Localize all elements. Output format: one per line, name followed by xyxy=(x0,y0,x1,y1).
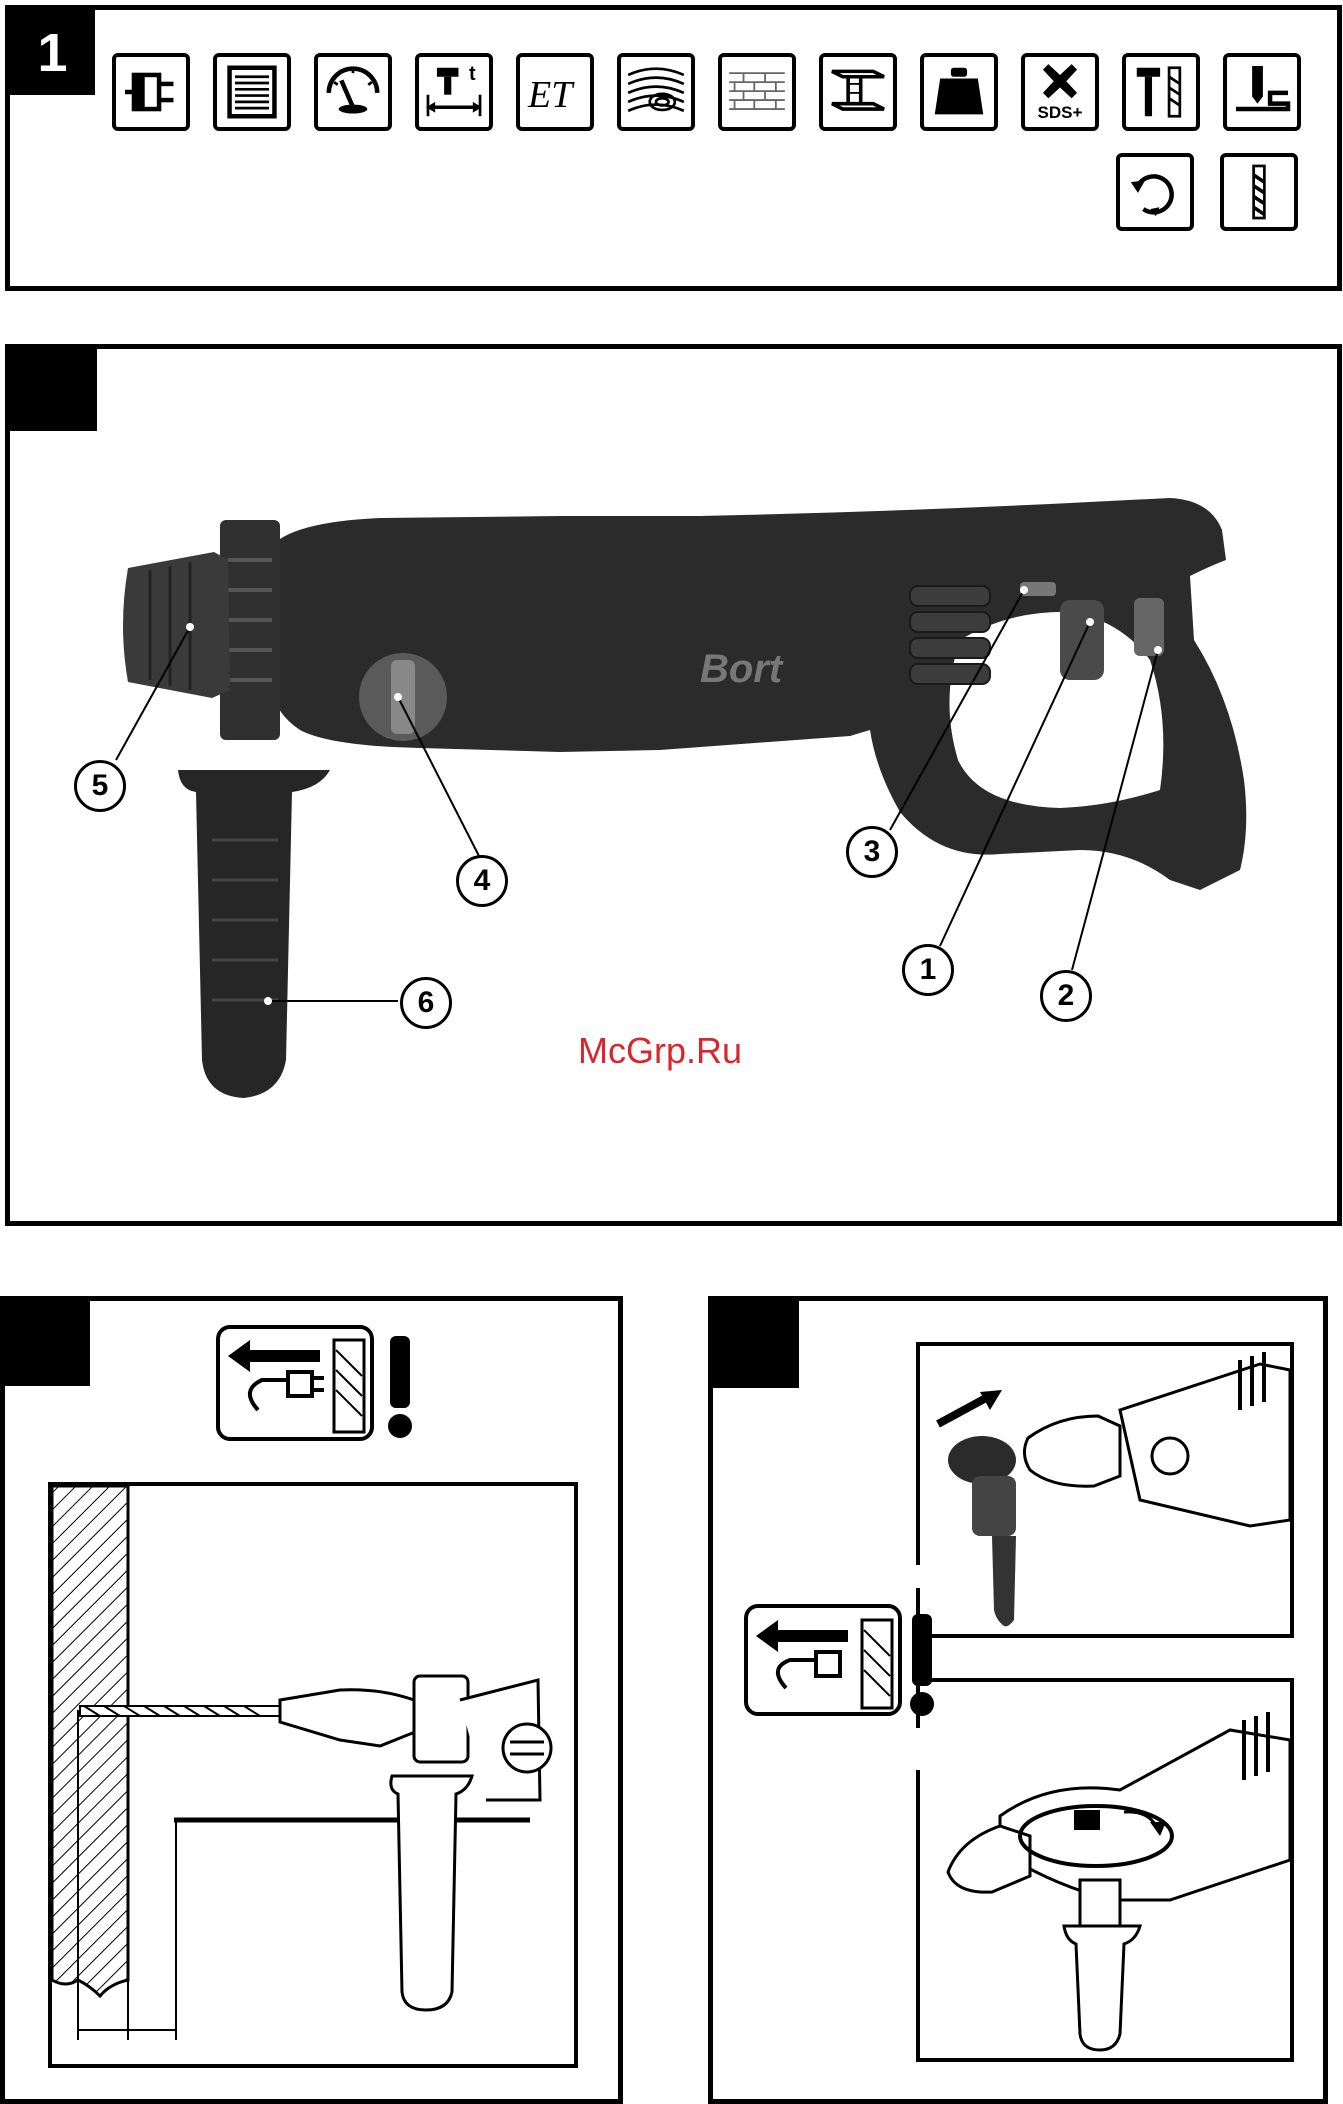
unplug-warning-icon xyxy=(746,1606,934,1716)
